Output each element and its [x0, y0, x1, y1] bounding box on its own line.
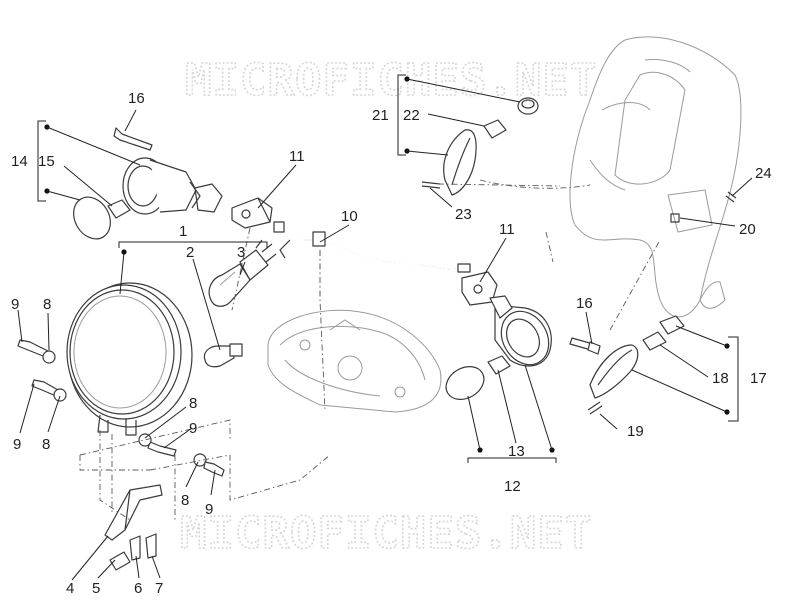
side-marker-socket — [659, 315, 685, 335]
upper-marker-lamp — [443, 129, 477, 196]
callout-24: 24 — [755, 165, 772, 182]
callout-23: 23 — [455, 206, 472, 223]
leader-lines — [17, 74, 753, 581]
parking-bulb — [203, 343, 243, 368]
callout-9-a: 9 — [11, 296, 19, 313]
front-shield — [569, 36, 742, 318]
watermark-bottom: MICROFICHES.NET — [180, 508, 592, 559]
callout-8-b: 8 — [42, 436, 50, 453]
fasteners-8-9 — [17, 339, 225, 477]
callout-10: 10 — [341, 208, 358, 225]
callout-5: 5 — [92, 580, 100, 597]
callout-2: 2 — [186, 244, 194, 261]
mount-bracket — [104, 484, 163, 541]
screw-16-right — [569, 337, 601, 355]
callout-15: 15 — [38, 153, 55, 170]
callout-22: 22 — [403, 107, 420, 124]
lens-right — [445, 366, 485, 400]
headlamp-housing — [267, 309, 442, 413]
screw-6 — [129, 535, 141, 561]
screw-24 — [725, 191, 737, 203]
callout-16-b: 16 — [576, 295, 593, 312]
wiring-harness — [273, 221, 471, 273]
callout-1: 1 — [179, 223, 187, 240]
callout-9-d: 9 — [205, 501, 213, 518]
headlamp-unit — [66, 282, 193, 436]
screw-23 — [421, 181, 441, 189]
upper-marker-socket — [517, 97, 539, 115]
callout-12: 12 — [504, 478, 521, 495]
upper-marker-bulb — [483, 119, 507, 139]
bulb-right — [487, 355, 511, 375]
callout-3: 3 — [237, 244, 245, 261]
callout-20: 20 — [739, 221, 756, 238]
side-marker-lamp — [589, 344, 639, 399]
callout-14: 14 — [11, 153, 28, 170]
callout-18: 18 — [712, 370, 729, 387]
screw-16-left — [113, 127, 153, 151]
callout-4: 4 — [66, 580, 74, 597]
spacer-5 — [109, 551, 131, 571]
side-marker-bulb — [642, 331, 667, 351]
callout-16-a: 16 — [128, 90, 145, 107]
callout-19: 19 — [627, 423, 644, 440]
callout-17: 17 — [750, 370, 767, 387]
callout-6: 6 — [134, 580, 142, 597]
callout-labels: 1 2 3 4 5 6 7 8 9 9 8 8 9 8 9 10 11 11 1… — [11, 90, 772, 597]
callout-8-a: 8 — [43, 296, 51, 313]
bulb-left — [107, 199, 131, 219]
callout-8-c: 8 — [189, 395, 197, 412]
callout-8-d: 8 — [181, 492, 189, 509]
connector-left — [231, 197, 273, 229]
lens-left — [73, 196, 111, 240]
screw-19 — [587, 401, 603, 415]
callout-11-b: 11 — [499, 221, 515, 238]
callout-11-a: 11 — [289, 148, 305, 165]
callout-21: 21 — [372, 107, 389, 124]
screw-7 — [145, 533, 157, 559]
turn-signal-right — [489, 295, 552, 367]
callout-9-c: 9 — [189, 420, 197, 437]
turn-signal-left — [122, 157, 223, 215]
callout-13: 13 — [508, 443, 525, 460]
callout-7: 7 — [155, 580, 163, 597]
watermark-top: MICROFICHES.NET — [185, 55, 597, 106]
callout-9-b: 9 — [13, 436, 21, 453]
